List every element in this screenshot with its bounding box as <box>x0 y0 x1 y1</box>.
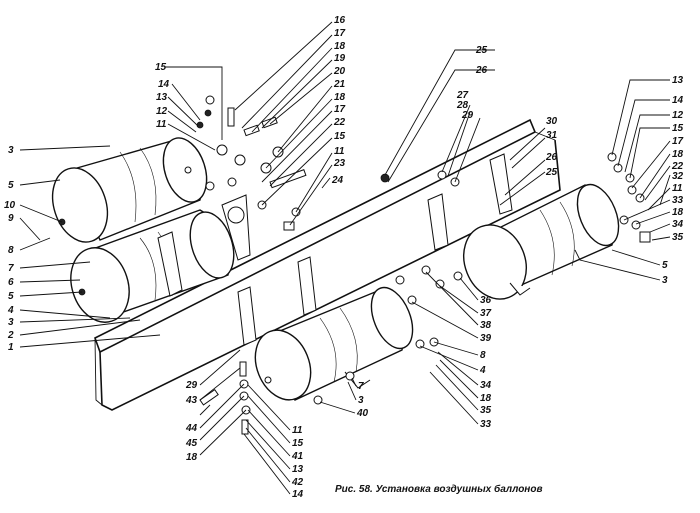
callout-7-bottom: 7 <box>358 381 364 392</box>
figure-caption: Рис. 58. Установка воздушных баллонов <box>335 484 543 495</box>
callout-9: 9 <box>8 213 14 224</box>
callout-12-upper-left: 12 <box>156 106 168 117</box>
callout-17-right: 17 <box>672 136 684 147</box>
callout-22-mid: 22 <box>333 117 346 128</box>
callout-17-mid: 17 <box>334 104 346 115</box>
callout-5-left-bottom: 5 <box>8 291 14 302</box>
callout-3-left-bottom: 3 <box>8 317 14 328</box>
callout-20: 20 <box>333 66 346 77</box>
frame-rail <box>94 118 561 411</box>
callout-19: 19 <box>334 53 346 64</box>
callout-17-top: 17 <box>334 28 346 39</box>
callout-26-top: 26 <box>475 65 488 76</box>
callout-labels: 16 17 18 19 20 21 18 17 22 15 11 23 24 1… <box>4 15 684 500</box>
callout-18-bottom-left: 18 <box>186 452 198 463</box>
callout-42: 42 <box>291 477 304 488</box>
leader-lines <box>19 21 671 495</box>
callout-2: 2 <box>7 330 14 341</box>
brackets-left <box>157 194 251 297</box>
callout-37: 37 <box>480 308 492 319</box>
callout-11-bottom: 11 <box>292 425 303 436</box>
brackets-center <box>237 153 513 346</box>
callout-27: 27 <box>456 90 469 101</box>
callout-36: 36 <box>480 295 492 306</box>
callout-13-upper-left: 13 <box>156 92 168 103</box>
callout-14-bottom: 14 <box>292 489 304 500</box>
callout-7-left: 7 <box>8 263 14 274</box>
callout-18-top: 18 <box>334 41 346 52</box>
callout-26-right: 26 <box>545 152 558 163</box>
callout-15-bottom: 15 <box>292 438 304 449</box>
callout-45: 45 <box>185 438 198 449</box>
callout-10: 10 <box>4 200 16 211</box>
callout-41: 41 <box>291 451 304 462</box>
callout-28: 28 <box>456 100 469 111</box>
callout-3-right: 3 <box>662 275 668 286</box>
callout-12-right: 12 <box>672 110 684 121</box>
callout-11-right: 11 <box>672 183 683 194</box>
callout-18-center: 18 <box>480 393 492 404</box>
callout-5-left-top: 5 <box>8 180 14 191</box>
callout-43: 43 <box>185 395 198 406</box>
callout-24: 24 <box>331 175 344 186</box>
callout-40: 40 <box>356 408 369 419</box>
callout-15-right: 15 <box>672 123 684 134</box>
callout-34-right: 34 <box>672 219 684 230</box>
callout-18-mid: 18 <box>334 92 346 103</box>
callout-33-right: 33 <box>672 195 684 206</box>
callout-11-mid: 11 <box>334 146 345 157</box>
tank-right <box>463 183 620 300</box>
callout-15-upper-left: 15 <box>155 62 167 73</box>
callout-14-upper-left: 14 <box>158 79 170 90</box>
callout-8-left: 8 <box>8 245 14 256</box>
callout-39: 39 <box>480 333 492 344</box>
callout-16-top: 16 <box>334 15 346 26</box>
callout-44: 44 <box>185 423 198 434</box>
callout-32: 32 <box>672 171 684 182</box>
callout-18-right: 18 <box>672 149 684 160</box>
callout-3-bottom: 3 <box>358 395 364 406</box>
callout-8-center: 8 <box>480 350 486 361</box>
callout-4-left: 4 <box>7 305 14 316</box>
callout-13-right: 13 <box>672 75 684 86</box>
callout-18-right-lower: 18 <box>672 207 684 218</box>
callout-1: 1 <box>8 342 14 353</box>
callout-5-right: 5 <box>662 260 668 271</box>
tank-lower-left <box>70 209 235 323</box>
callout-35-right: 35 <box>672 232 684 243</box>
callout-6: 6 <box>8 277 14 288</box>
callout-25-right: 25 <box>545 167 558 178</box>
callout-11-upper-left: 11 <box>156 119 167 130</box>
callout-15-mid: 15 <box>334 131 346 142</box>
callout-29-top: 29 <box>461 110 474 121</box>
callout-30: 30 <box>546 116 558 127</box>
callout-34-center: 34 <box>480 380 492 391</box>
callout-25-top: 25 <box>475 45 488 56</box>
callout-13-bottom: 13 <box>292 464 304 475</box>
callout-3-left-top: 3 <box>8 145 14 156</box>
callout-21: 21 <box>333 79 346 90</box>
callout-35-center: 35 <box>480 405 492 416</box>
fittings-upper-middle <box>184 95 460 285</box>
callout-31: 31 <box>546 130 558 141</box>
callout-22-right: 22 <box>671 161 684 172</box>
callout-4-center: 4 <box>479 365 486 376</box>
callout-29-bottom: 29 <box>185 380 198 391</box>
callout-33-center: 33 <box>480 419 492 430</box>
callout-38: 38 <box>480 320 492 331</box>
callout-23: 23 <box>333 158 346 169</box>
callout-14-right: 14 <box>672 95 684 106</box>
